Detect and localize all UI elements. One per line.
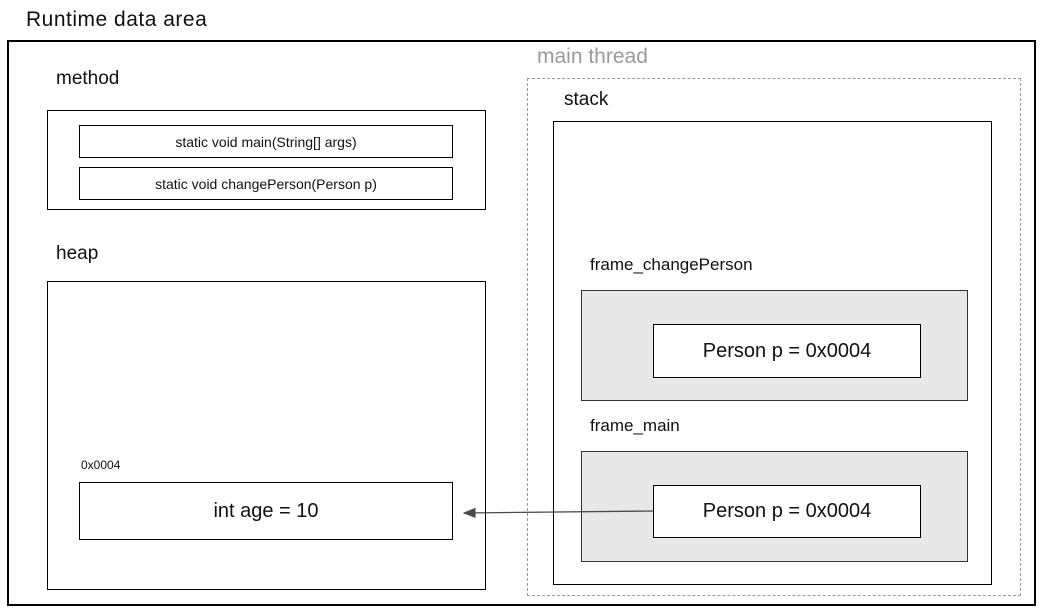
heap-area-label: heap [56,243,99,264]
frame-changeperson-label: frame_changePerson [590,255,753,274]
stack-label: stack [564,89,609,110]
runtime-data-area-box [7,40,1036,606]
main-thread-label: main thread [537,45,648,68]
method-area-label: method [56,68,120,89]
frame-main-variable-box: Person p = 0x0004 [653,485,921,538]
frame-main-label: frame_main [590,416,680,435]
main-thread-box [527,78,1021,596]
frame-changeperson-variable-box: Person p = 0x0004 [653,324,921,378]
heap-object-box: int age = 10 [79,482,453,540]
reference-arrow [462,507,654,519]
method-area-box [47,110,486,210]
method-entry-main: static void main(String[] args) [79,125,453,158]
method-entry-changeperson: static void changePerson(Person p) [79,167,453,200]
heap-object-address-label: 0x0004 [81,458,121,472]
reference-arrow-line [462,507,654,519]
heap-area-box [47,281,486,590]
diagram-title: Runtime data area [26,8,208,31]
stack-box [553,121,992,585]
